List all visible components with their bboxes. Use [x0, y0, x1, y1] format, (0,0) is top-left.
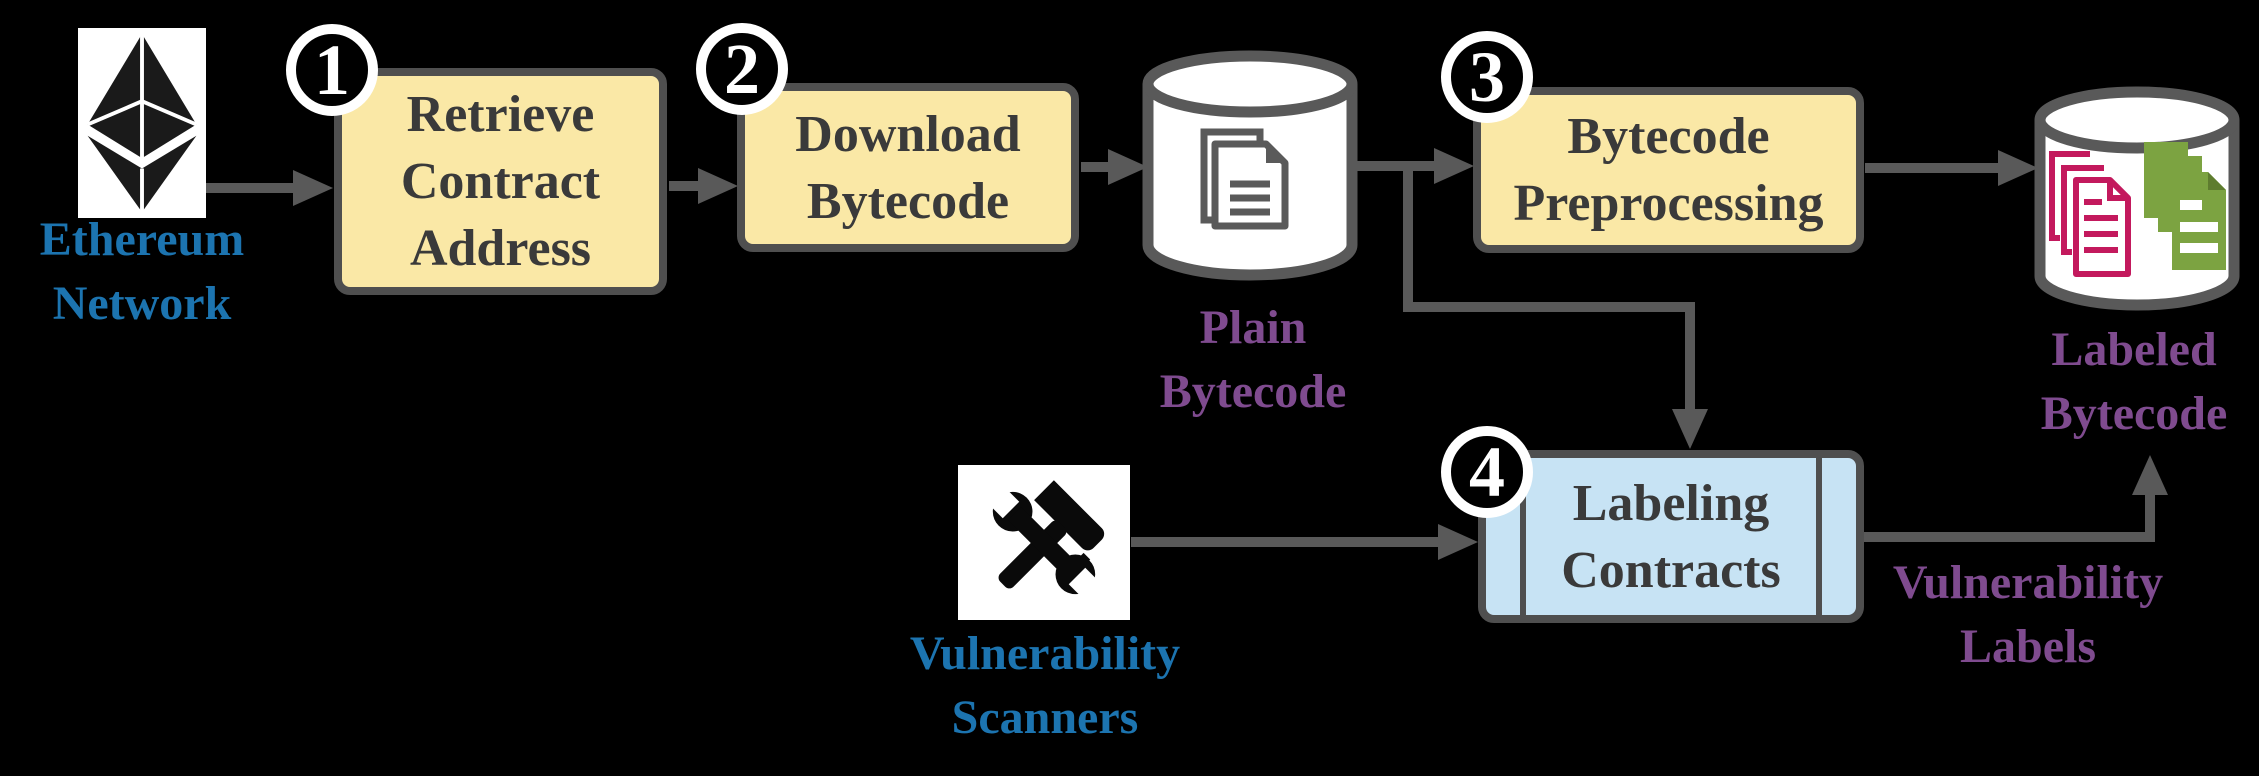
- plain-bytecode-cylinder: [1142, 50, 1358, 281]
- vulnerability-scanners-caption: Vulnerability Scanners: [875, 622, 1215, 750]
- step-badge-4: 4: [1441, 426, 1533, 518]
- step-label-line: Preprocessing: [1513, 175, 1824, 232]
- caption-line: Bytecode: [1159, 365, 1347, 418]
- pink-document-stack-icon: [2049, 151, 2131, 277]
- plain-bytecode-caption: Plain Bytecode: [1083, 296, 1423, 424]
- step-box-download-bytecode: Download Bytecode: [737, 83, 1079, 252]
- hammer-wrench-icon: [986, 479, 1105, 601]
- step-label-line: Address: [409, 220, 592, 277]
- step-label-line: Contracts: [1561, 541, 1781, 599]
- step-badge-2: 2: [696, 23, 788, 115]
- badge-number: 4: [1469, 432, 1505, 512]
- labeled-bytecode-cylinder: [2034, 86, 2240, 311]
- labeled-bytecode-caption: Labeled Bytecode: [1964, 318, 2259, 446]
- badge-number: 1: [314, 30, 350, 110]
- arrow-labeling-to-labeled: [1863, 455, 2168, 542]
- step-label-line: Retrieve: [406, 86, 595, 143]
- document-stack-icon: [1200, 128, 1289, 230]
- vulnerability-labels-caption: Vulnerability Labels: [1858, 551, 2198, 679]
- badge-number: 2: [724, 29, 760, 109]
- caption-line: Network: [52, 277, 232, 330]
- badge-number: 3: [1469, 37, 1505, 117]
- caption-line: Vulnerability: [1892, 556, 2164, 609]
- step-label-line: Contract: [400, 153, 601, 210]
- caption-line: Bytecode: [2040, 387, 2228, 440]
- predefined-process-bar-right: [1816, 458, 1822, 615]
- step-box-labeling-contracts: Labeling Contracts: [1478, 450, 1864, 623]
- step-badge-1: 1: [286, 24, 378, 116]
- caption-line: Plain: [1199, 301, 1307, 354]
- step-box-bytecode-preprocessing: Bytecode Preprocessing: [1473, 87, 1864, 253]
- predefined-process-bar-left: [1520, 458, 1526, 615]
- step-label-line: Download: [795, 105, 1021, 163]
- caption-line: Ethereum: [39, 213, 245, 266]
- step-label-line: Bytecode: [806, 172, 1010, 230]
- caption-line: Vulnerability: [909, 627, 1181, 680]
- step-badge-3: 3: [1441, 31, 1533, 123]
- vulnerability-scanners-plate: [958, 465, 1130, 620]
- caption-line: Labels: [1959, 620, 2097, 673]
- ethereum-icon: [86, 33, 198, 213]
- arrow-plain-to-labeling: [1403, 166, 1708, 449]
- caption-line: Scanners: [951, 691, 1139, 744]
- ethereum-logo-plate: [78, 28, 206, 218]
- step-label-line: Bytecode: [1567, 108, 1770, 165]
- step-label-line: Labeling: [1572, 474, 1770, 532]
- step-box-retrieve-contract-address: Retrieve Contract Address: [334, 68, 667, 295]
- caption-line: Labeled: [2051, 323, 2217, 376]
- ethereum-network-caption: Ethereum Network: [0, 208, 312, 336]
- green-document-stack-icon: [2144, 142, 2226, 270]
